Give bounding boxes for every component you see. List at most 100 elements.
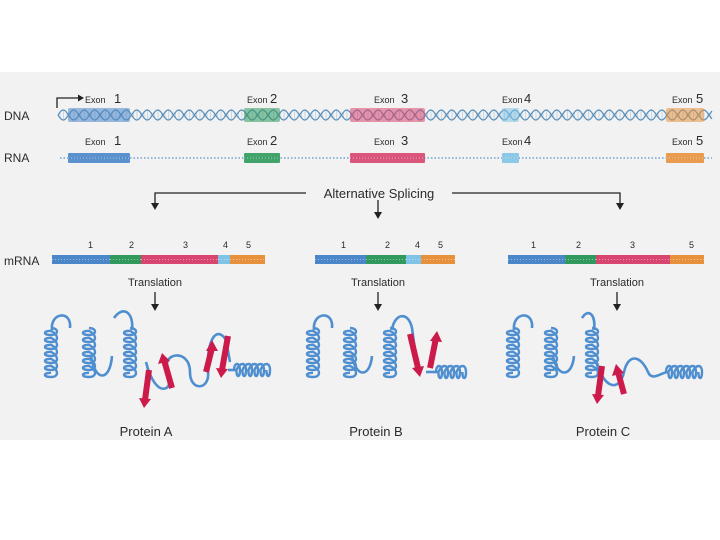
alpha-helix <box>81 326 97 379</box>
segment-number: 1 <box>341 240 346 250</box>
segment-number: 1 <box>88 240 93 250</box>
rna-exon-3-block <box>350 153 425 163</box>
rna-exon-3-label: Exon 3 <box>374 133 408 148</box>
rna-row-label: RNA <box>4 151 29 165</box>
mrna-segment <box>421 255 455 264</box>
alpha-helix <box>382 326 398 379</box>
down-arrow-icon <box>616 203 624 210</box>
beta-strand-arrow <box>407 333 421 369</box>
dna-exon-3-block <box>350 108 425 122</box>
svg-text:Exon: Exon <box>85 95 106 105</box>
alpha-helix <box>664 364 704 380</box>
svg-text:3: 3 <box>401 91 408 106</box>
svg-text:Exon: Exon <box>502 95 523 105</box>
mrna-segment <box>406 255 421 264</box>
transcription-start-arrow-icon <box>56 94 84 108</box>
protein-loop <box>144 332 232 391</box>
dna-exon-2-block <box>244 108 280 122</box>
down-arrow-icon <box>151 203 159 210</box>
rna-exon-4-block <box>502 153 519 163</box>
svg-text:Exon: Exon <box>247 95 268 105</box>
rna-exon-5-label: Exon 5 <box>672 133 703 148</box>
mrna-row-label: mRNA <box>4 254 39 268</box>
svg-text:Exon: Exon <box>672 95 693 105</box>
svg-text:4: 4 <box>524 133 531 148</box>
alpha-helix <box>505 326 521 379</box>
alpha-helix <box>305 326 321 379</box>
mrna-variant-c: 1 2 3 5 <box>508 240 704 264</box>
svg-text:Exon: Exon <box>374 137 395 147</box>
protein-loop <box>390 314 420 373</box>
svg-text:Exon: Exon <box>247 137 268 147</box>
rna-exon-1-label: Exon 1 <box>85 133 121 148</box>
dna-row-label: DNA <box>4 109 29 123</box>
segment-number: 2 <box>129 240 134 250</box>
protein-loop <box>112 310 134 331</box>
alpha-helix <box>543 326 559 379</box>
mrna-segment <box>52 255 110 264</box>
svg-text:Exon: Exon <box>502 137 523 147</box>
segment-number: 4 <box>415 240 420 250</box>
alpha-helix <box>232 362 272 378</box>
segment-number: 4 <box>223 240 228 250</box>
translation-label-a: Translation <box>128 277 182 289</box>
dna-exon-5-label: Exon 5 <box>672 91 703 106</box>
mrna-segment <box>508 255 565 264</box>
svg-text:1: 1 <box>114 91 121 106</box>
protein-loop <box>551 355 576 374</box>
protein-loop <box>350 355 374 374</box>
translation-label-c: Translation <box>590 277 644 289</box>
protein-b-structure <box>305 314 468 380</box>
dna-exon-5-block <box>666 108 704 122</box>
mrna-segment <box>230 255 265 264</box>
segment-number: 3 <box>183 240 188 250</box>
dna-exon-2-label: Exon 2 <box>247 91 277 106</box>
protein-b-label: Protein B <box>349 424 402 439</box>
down-arrow-icon <box>374 212 382 219</box>
beta-strand-arrow <box>161 359 175 389</box>
segment-number: 5 <box>689 240 694 250</box>
rna-exon-blocks <box>68 153 704 163</box>
down-arrow-icon <box>613 304 621 311</box>
svg-text:3: 3 <box>401 133 408 148</box>
alternative-splicing-diagram: DNA Exon 1 Exon 2 Exon 3 Exon 4 Exon 5 R… <box>0 72 720 440</box>
dna-exon-1-block <box>68 108 130 122</box>
segment-number: 5 <box>246 240 251 250</box>
protein-c-label: Protein C <box>576 424 630 439</box>
alpha-helix <box>342 326 358 379</box>
dna-exon-4-label: Exon 4 <box>502 91 531 106</box>
mrna-variant-a: 1 2 3 4 5 <box>52 240 265 264</box>
svg-text:2: 2 <box>270 91 277 106</box>
svg-text:2: 2 <box>270 133 277 148</box>
dna-exon-4-block <box>502 108 519 122</box>
protein-loop <box>512 314 534 331</box>
diagram-canvas: DNA Exon 1 Exon 2 Exon 3 Exon 4 Exon 5 R… <box>4 91 713 439</box>
segment-number: 2 <box>385 240 390 250</box>
beta-strand-arrow <box>203 347 215 373</box>
beta-strand-arrow <box>427 337 439 369</box>
splicing-bracket <box>151 192 624 219</box>
protein-a-label: Protein A <box>120 424 173 439</box>
mrna-variant-b: 1 2 4 5 <box>315 240 455 264</box>
beta-strand-arrow <box>219 335 231 371</box>
alpha-helix <box>122 326 138 379</box>
segment-number: 5 <box>438 240 443 250</box>
svg-text:1: 1 <box>114 133 121 148</box>
protein-a-structure <box>43 310 272 408</box>
svg-text:4: 4 <box>524 91 531 106</box>
protein-loop <box>594 357 669 387</box>
segment-number: 1 <box>531 240 536 250</box>
dna-exon-1-label: Exon 1 <box>85 91 121 106</box>
dna-exon-3-label: Exon 3 <box>374 91 408 106</box>
svg-text:5: 5 <box>696 133 703 148</box>
rna-exon-4-label: Exon 4 <box>502 133 531 148</box>
beta-strand-arrow <box>595 365 605 397</box>
rna-exon-2-label: Exon 2 <box>247 133 277 148</box>
alpha-helix <box>434 364 468 380</box>
mrna-segment <box>366 255 406 264</box>
down-arrow-icon <box>151 304 159 311</box>
alternative-splicing-label: Alternative Splicing <box>324 186 435 201</box>
beta-strand-arrow <box>142 369 152 401</box>
segment-number: 3 <box>630 240 635 250</box>
alpha-helix <box>584 326 600 379</box>
